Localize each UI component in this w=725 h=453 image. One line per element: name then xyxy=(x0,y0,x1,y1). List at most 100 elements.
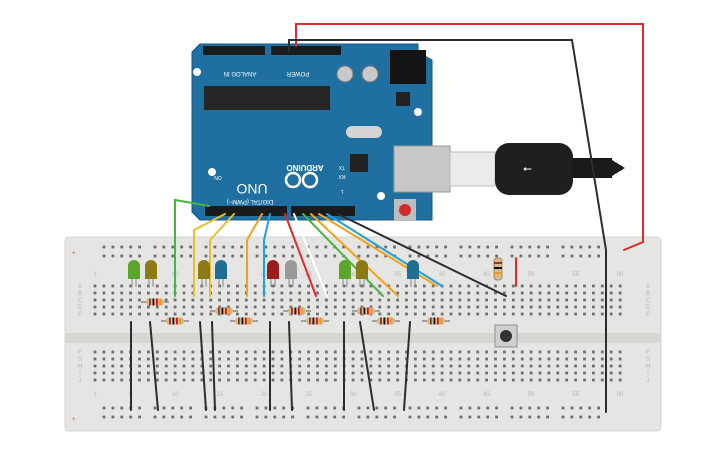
breadboard-hole xyxy=(414,312,417,316)
breadboard-hole xyxy=(485,305,488,309)
breadboard-hole xyxy=(511,364,515,368)
breadboard-hole xyxy=(476,357,480,361)
breadboard-hole xyxy=(316,284,319,288)
breadboard-hole xyxy=(476,291,480,295)
gnd-jumper xyxy=(359,321,375,411)
breadboard-hole xyxy=(431,378,435,382)
breadboard-hole xyxy=(360,350,364,354)
breadboard-hole xyxy=(574,305,577,309)
breadboard-hole xyxy=(565,298,569,302)
breadboard-hole xyxy=(520,371,524,375)
breadboard-hole xyxy=(449,298,453,302)
breadboard-hole xyxy=(155,357,159,361)
breadboard-hole xyxy=(529,357,533,361)
breadboard-hole xyxy=(93,357,97,361)
gnd-jumper xyxy=(288,321,293,411)
pull-down-resistor xyxy=(493,257,503,281)
breadboard-hole xyxy=(486,254,490,258)
breadboard-hole xyxy=(298,364,302,368)
breadboard-hole xyxy=(538,350,542,354)
breadboard-hole xyxy=(138,254,141,258)
breadboard-hole xyxy=(592,378,595,382)
breadboard-hole xyxy=(459,415,463,419)
tx-led-label: TX xyxy=(338,164,345,170)
breadboard-hole xyxy=(538,305,542,309)
breadboard-hole xyxy=(546,245,549,249)
breadboard-hole xyxy=(538,364,542,368)
breadboard-hole xyxy=(579,245,583,249)
breadboard-hole xyxy=(155,312,159,316)
breadboard-hole xyxy=(366,254,370,258)
pushbutton[interactable] xyxy=(494,324,518,348)
breadboard-hole xyxy=(547,357,551,361)
breadboard-hole xyxy=(120,312,124,316)
breadboard-hole xyxy=(262,357,266,361)
led xyxy=(198,260,210,287)
breadboard-hole xyxy=(129,415,133,419)
breadboard-hole xyxy=(102,364,106,368)
breadboard-hole xyxy=(494,284,497,288)
breadboard-hole xyxy=(510,254,514,258)
breadboard-hole xyxy=(528,245,532,249)
breadboard-hole xyxy=(236,364,239,368)
breadboard-hole xyxy=(191,364,195,368)
breadboard-hole xyxy=(291,245,294,249)
breadboard-hole xyxy=(511,357,515,361)
reset-button-cap[interactable] xyxy=(399,204,411,216)
breadboard-hole xyxy=(325,312,328,316)
breadboard-hole xyxy=(600,350,604,354)
resistor xyxy=(372,317,400,325)
breadboard-hole xyxy=(244,305,248,309)
breadboard-hole xyxy=(520,364,524,368)
breadboard-hole xyxy=(422,364,426,368)
breadboard-hole xyxy=(111,312,115,316)
breadboard-hole xyxy=(495,254,498,258)
breadboard-hole xyxy=(565,291,569,295)
breadboard-hole xyxy=(520,291,524,295)
breadboard-hole xyxy=(147,284,150,288)
breadboard-hole xyxy=(291,254,294,258)
breadboard-hole xyxy=(227,357,230,361)
breadboard-hole xyxy=(325,305,328,309)
row-letter: F xyxy=(646,350,650,356)
breadboard-hole xyxy=(147,371,150,375)
breadboard-hole xyxy=(222,245,226,249)
breadboard-hole xyxy=(609,291,613,295)
breadboard-hole xyxy=(316,305,319,309)
breadboard-hole xyxy=(351,357,355,361)
breadboard-hole xyxy=(414,350,417,354)
breadboard-hole xyxy=(129,312,132,316)
breadboard-hole xyxy=(218,284,221,288)
breadboard-hole xyxy=(503,298,506,302)
breadboard-hole xyxy=(204,254,208,258)
breadboard-hole xyxy=(384,245,388,249)
breadboard-hole xyxy=(449,378,453,382)
breadboard-hole xyxy=(431,291,435,295)
breadboard-hole xyxy=(262,305,266,309)
breadboard-hole xyxy=(556,357,560,361)
breadboard-hole xyxy=(271,312,275,316)
breadboard-hole xyxy=(191,291,195,295)
breadboard-hole xyxy=(120,305,124,309)
row-letter: E xyxy=(646,312,650,318)
breadboard-hole xyxy=(111,371,115,375)
breadboard-hole xyxy=(537,406,541,410)
breadboard-hole xyxy=(476,350,480,354)
breadboard-hole xyxy=(485,371,488,375)
breadboard-hole xyxy=(271,284,275,288)
led xyxy=(145,260,157,287)
breadboard-hole xyxy=(393,245,396,249)
breadboard-hole xyxy=(435,254,439,258)
breadboard-hole xyxy=(378,298,382,302)
breadboard-hole xyxy=(609,298,613,302)
breadboard-hole xyxy=(307,312,310,316)
breadboard-hole xyxy=(369,298,373,302)
breadboard-hole xyxy=(440,378,444,382)
breadboard-hole xyxy=(467,350,471,354)
breadboard-hole xyxy=(556,291,560,295)
breadboard-hole xyxy=(93,298,97,302)
red-wire xyxy=(284,213,317,297)
column-number: 1 xyxy=(93,392,97,398)
breadboard-hole xyxy=(600,284,604,288)
breadboard-hole xyxy=(547,298,551,302)
